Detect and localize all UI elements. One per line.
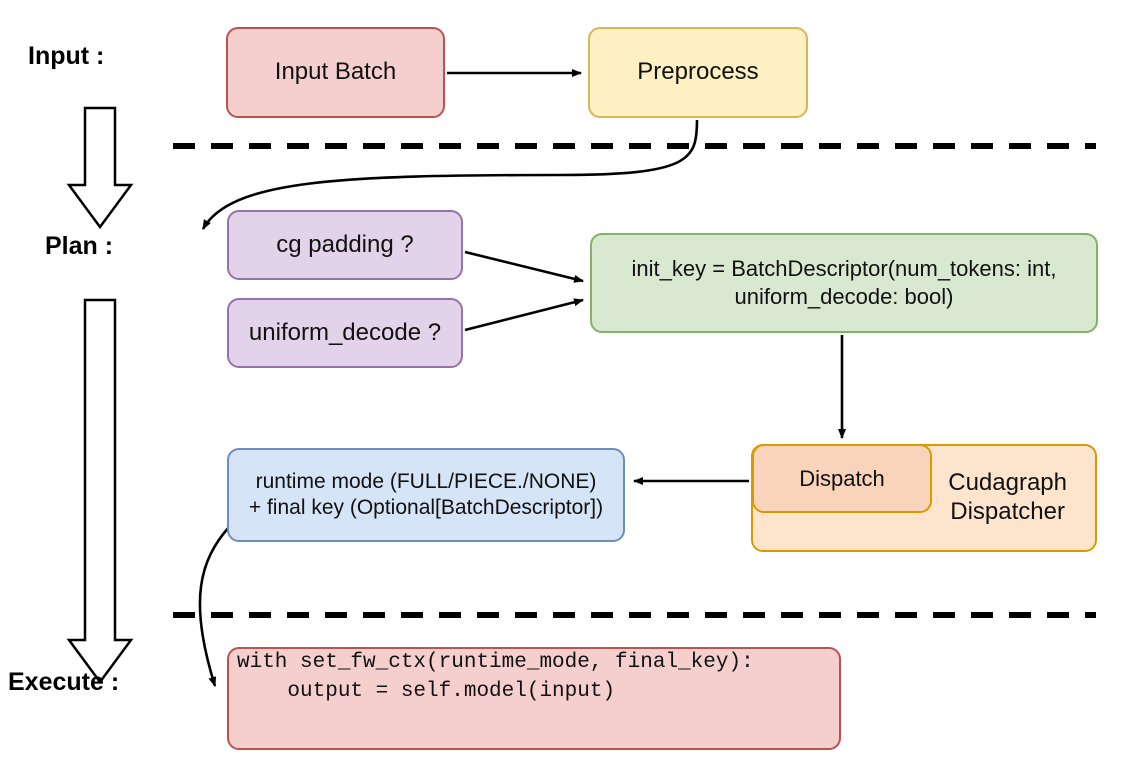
- stage-label-plan: Plan :: [45, 232, 114, 260]
- node-cudagraph-dispatcher-label: Cudagraph Dispatcher: [948, 468, 1067, 527]
- edge-cg-padding-to-init-key: [464, 250, 584, 283]
- node-cudagraph-dispatcher-line1: Cudagraph: [948, 469, 1067, 496]
- stage-arrow-plan-to-execute: [66, 298, 134, 685]
- node-cudagraph-dispatcher-line2: Dispatcher: [950, 498, 1065, 526]
- node-preprocess-label: Preprocess: [637, 58, 759, 86]
- stage-label-execute: Execute :: [8, 668, 120, 696]
- node-init-key-line2: uniform_decode: bool): [734, 284, 954, 309]
- node-preprocess[interactable]: Preprocess: [588, 27, 808, 118]
- node-init-key-line1: init_key = BatchDescriptor(num_tokens: i…: [631, 256, 1057, 282]
- edge-runtime-mode-to-execute-code: [198, 526, 230, 687]
- node-cg-padding[interactable]: cg padding ?: [227, 210, 463, 280]
- node-execute-code-line2: output = self.model(input): [237, 679, 616, 703]
- node-dispatch-label: Dispatch: [799, 465, 885, 491]
- node-runtime-mode[interactable]: runtime mode (FULL/PIECE./NONE) + final …: [227, 448, 625, 542]
- node-input-batch-label: Input Batch: [274, 58, 397, 86]
- edge-uniform-decode-to-init-key: [464, 298, 584, 332]
- stage-label-input: Input :: [28, 42, 105, 70]
- node-input-batch[interactable]: Input Batch: [226, 27, 445, 118]
- node-execute-code-line1: with set_fw_ctx(runtime_mode, final_key)…: [237, 651, 754, 674]
- node-dispatch[interactable]: Dispatch: [752, 444, 932, 513]
- node-runtime-mode-line2: + final key (Optional[BatchDescriptor]): [248, 496, 604, 519]
- node-init-key[interactable]: init_key = BatchDescriptor(num_tokens: i…: [590, 233, 1098, 333]
- node-cg-padding-label: cg padding ?: [276, 230, 414, 258]
- node-uniform-decode-label: uniform_decode ?: [248, 318, 442, 346]
- stage-arrow-input-to-plan: [66, 106, 134, 230]
- node-execute-code[interactable]: with set_fw_ctx(runtime_mode, final_key)…: [227, 647, 841, 750]
- node-runtime-mode-line1: runtime mode (FULL/PIECE./NONE): [255, 469, 597, 493]
- node-uniform-decode[interactable]: uniform_decode ?: [227, 298, 463, 368]
